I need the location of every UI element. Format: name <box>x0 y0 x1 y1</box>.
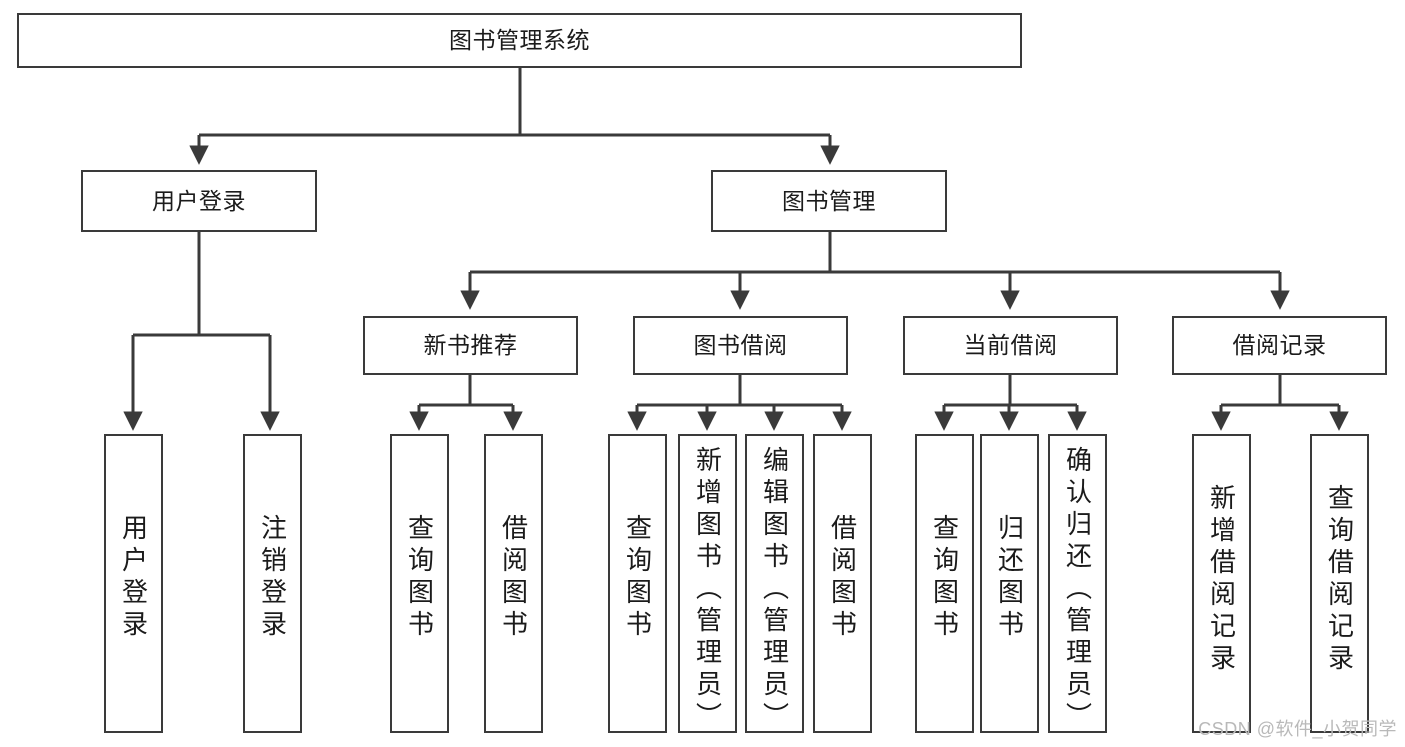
leaf-add-borrow-record[interactable]: 新增借阅记录 <box>1192 434 1251 733</box>
node-label: 新增图书（管理员） <box>692 446 723 734</box>
leaf-query-book-recommend[interactable]: 查询图书 <box>390 434 449 733</box>
node-label: 查询图书 <box>622 514 653 642</box>
leaf-logout-login[interactable]: 注销登录 <box>243 434 302 733</box>
node-label: 查询借阅记录 <box>1324 484 1355 676</box>
node-label: 用户登录 <box>118 514 149 642</box>
node-book-management[interactable]: 图书管理 <box>711 170 947 232</box>
leaf-add-book-admin[interactable]: 新增图书（管理员） <box>678 434 737 734</box>
leaf-user-login[interactable]: 用户登录 <box>104 434 163 733</box>
watermark-text: CSDN @软件_小贺同学 <box>1198 719 1397 739</box>
node-label: 归还图书 <box>994 514 1025 642</box>
node-label: 借阅图书 <box>498 514 529 642</box>
leaf-query-book-borrow[interactable]: 查询图书 <box>608 434 667 733</box>
node-label: 编辑图书（管理员） <box>759 446 790 734</box>
node-label: 用户登录 <box>152 187 246 214</box>
leaf-query-book-current[interactable]: 查询图书 <box>915 434 974 733</box>
leaf-confirm-return-admin[interactable]: 确认归还（管理员） <box>1048 434 1107 734</box>
node-label: 当前借阅 <box>963 332 1058 358</box>
node-label: 查询图书 <box>404 514 435 642</box>
node-new-book-recommend[interactable]: 新书推荐 <box>363 316 578 375</box>
node-label: 查询图书 <box>929 514 960 642</box>
node-label: 确认归还（管理员） <box>1062 446 1093 734</box>
node-label: 借阅图书 <box>827 514 858 642</box>
leaf-borrow-book-recommend[interactable]: 借阅图书 <box>484 434 543 733</box>
node-label: 图书管理 <box>782 187 876 214</box>
leaf-borrow-book[interactable]: 借阅图书 <box>813 434 872 733</box>
node-label: 图书管理系统 <box>449 27 590 53</box>
leaf-query-borrow-record[interactable]: 查询借阅记录 <box>1310 434 1369 733</box>
node-label: 注销登录 <box>257 514 288 642</box>
node-book-borrow[interactable]: 图书借阅 <box>633 316 848 375</box>
leaf-edit-book-admin[interactable]: 编辑图书（管理员） <box>745 434 804 734</box>
node-current-borrow[interactable]: 当前借阅 <box>903 316 1118 375</box>
leaf-return-book[interactable]: 归还图书 <box>980 434 1039 733</box>
node-user-login[interactable]: 用户登录 <box>81 170 317 232</box>
node-root-system[interactable]: 图书管理系统 <box>17 13 1022 68</box>
node-label: 图书借阅 <box>693 332 788 358</box>
node-borrow-record[interactable]: 借阅记录 <box>1172 316 1387 375</box>
node-label: 借阅记录 <box>1232 332 1327 358</box>
node-label: 新书推荐 <box>423 332 518 358</box>
node-label: 新增借阅记录 <box>1206 484 1237 676</box>
